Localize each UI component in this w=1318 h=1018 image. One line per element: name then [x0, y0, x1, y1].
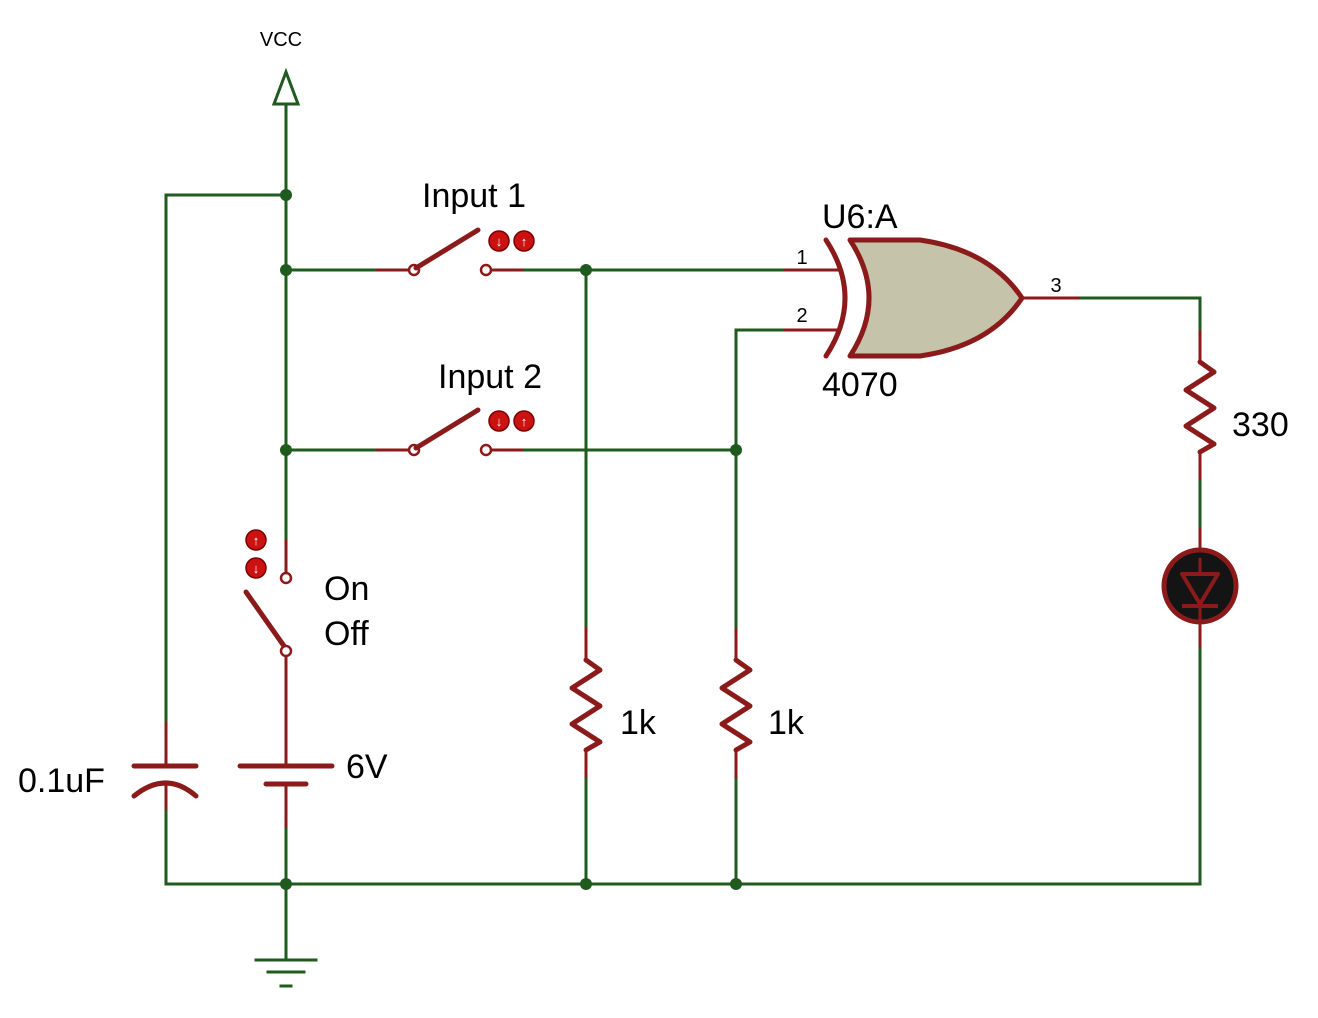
gate-ref-label: U6:A [822, 198, 898, 236]
junction-nodes [280, 189, 742, 890]
power-switch[interactable]: On Off ↑ ↓ [243, 529, 369, 690]
capacitor-label: 0.1uF [18, 762, 105, 800]
led [1161, 528, 1239, 648]
pin3-label: 3 [1050, 275, 1061, 297]
battery-label: 6V [346, 748, 388, 786]
down-arrow-icon: ↓ [496, 414, 503, 429]
resistor-1k-a: 1k [569, 628, 657, 778]
r-out-label: 330 [1232, 406, 1289, 444]
pin2-label: 2 [796, 305, 807, 327]
resistor-1k-b: 1k [719, 628, 805, 778]
input2-up-button[interactable]: ↑ [513, 410, 535, 432]
vcc-label: VCC [260, 29, 302, 51]
input1-switch[interactable]: Input 1 ↓ ↑ [376, 177, 535, 277]
input2-down-button[interactable]: ↓ [488, 410, 510, 432]
switch-on-label: On [324, 570, 369, 608]
input1-up-button[interactable]: ↑ [513, 230, 535, 252]
input1-down-button[interactable]: ↓ [488, 230, 510, 252]
input1-label: Input 1 [422, 177, 526, 215]
down-arrow-icon: ↓ [496, 234, 503, 249]
up-arrow-icon: ↑ [521, 234, 528, 249]
capacitor: 0.1uF [18, 722, 199, 810]
gate-part-label: 4070 [822, 366, 898, 404]
wires [164, 102, 1202, 960]
up-arrow-icon: ↑ [521, 414, 528, 429]
power-down-button[interactable]: ↓ [245, 557, 267, 579]
vcc-terminal: VCC [260, 29, 302, 106]
resistor-330: 330 [1183, 330, 1289, 480]
up-arrow-icon: ↑ [253, 533, 260, 548]
power-up-button[interactable]: ↑ [245, 529, 267, 551]
r2-label: 1k [768, 704, 805, 742]
down-arrow-icon: ↓ [253, 561, 260, 576]
input2-label: Input 2 [438, 358, 542, 396]
xor-gate: 1 2 3 U6:A 4070 [784, 198, 1080, 404]
battery: 6V [237, 690, 388, 828]
switch-off-label: Off [324, 615, 369, 653]
pin1-label: 1 [796, 247, 807, 269]
r1-label: 1k [620, 704, 657, 742]
ground-symbol [254, 958, 318, 988]
input2-switch[interactable]: Input 2 ↓ ↑ [376, 358, 542, 457]
